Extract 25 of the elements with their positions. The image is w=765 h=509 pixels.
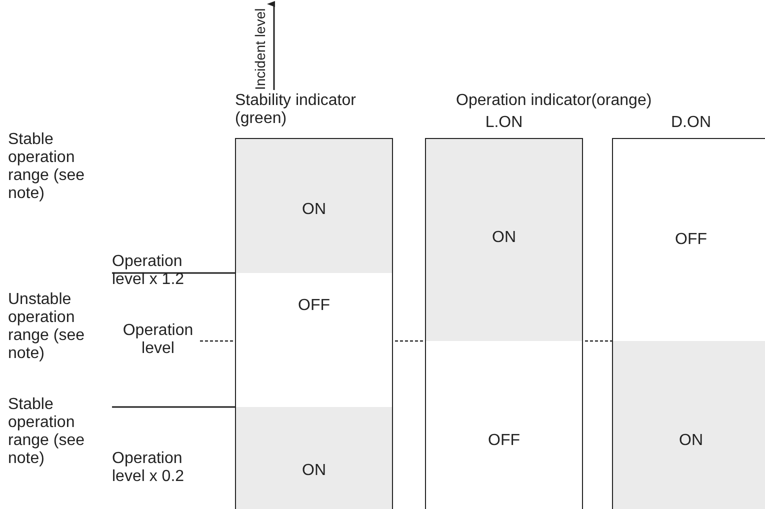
column-heading: Operation indicator(orange) bbox=[456, 92, 653, 110]
state-text: ON bbox=[301, 462, 327, 480]
indicator-band bbox=[425, 138, 583, 341]
column-heading: Stability indicator (green) bbox=[235, 92, 357, 128]
range-label: Unstable operation range (see note) bbox=[8, 291, 86, 363]
axis-title: Incident level bbox=[251, 8, 269, 90]
column-heading: L.ON bbox=[484, 114, 524, 132]
range-label: Stable operation range (see note) bbox=[8, 396, 86, 468]
state-text: ON bbox=[301, 201, 327, 219]
state-text: OFF bbox=[297, 297, 331, 315]
indicator-band bbox=[235, 273, 393, 407]
indicator-band bbox=[425, 341, 583, 509]
indicator-band bbox=[612, 138, 765, 341]
state-text: ON bbox=[678, 432, 704, 450]
indicator-band bbox=[612, 341, 765, 509]
indicator-band bbox=[235, 138, 393, 273]
level-label: Operation level x 1.2 bbox=[112, 253, 186, 289]
column-heading: D.ON bbox=[670, 114, 712, 132]
state-text: OFF bbox=[487, 432, 521, 450]
level-label: Operation level bbox=[122, 322, 194, 358]
level-label: Operation level x 0.2 bbox=[112, 450, 186, 486]
indicator-band bbox=[235, 407, 393, 509]
state-text: OFF bbox=[674, 231, 708, 249]
state-text: ON bbox=[491, 229, 517, 247]
range-label: Stable operation range (see note) bbox=[8, 131, 86, 203]
